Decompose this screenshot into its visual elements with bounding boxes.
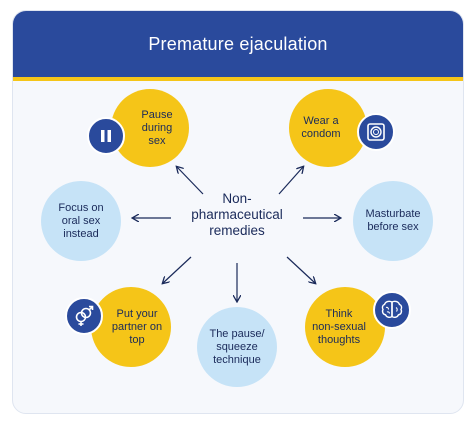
brain-icon xyxy=(373,291,411,329)
remedy-masturbate-before-sex: Masturbate before sex xyxy=(353,181,433,261)
remedy-thoughts-label: Think non-sexual thoughts xyxy=(312,307,366,346)
arrows-layer xyxy=(13,11,463,413)
page-title: Premature ejaculation xyxy=(148,33,328,54)
remedy-focus-on-oral-sex: Focus on oral sex instead xyxy=(41,181,121,261)
pause-icon xyxy=(87,117,125,155)
remedy-oral-label: Focus on oral sex instead xyxy=(58,201,104,240)
remedy-squeeze-label: The pause/ squeeze technique xyxy=(209,327,265,366)
header-banner: Premature ejaculation xyxy=(13,11,463,81)
remedy-partner-label: Put your partner on top xyxy=(111,307,163,346)
remedy-pause-label: Pause during sex xyxy=(141,108,173,147)
arrow-to-partner xyxy=(163,256,192,283)
arrow-to-thoughts xyxy=(286,256,315,283)
remedy-condom-label: Wear a condom xyxy=(301,115,341,140)
remedy-wear-a-condom: Wear a condom xyxy=(289,89,367,167)
condom-icon xyxy=(357,113,395,151)
center-label: Non- pharmaceutical remedies xyxy=(191,191,283,238)
remedy-non-sexual-thoughts: Think non-sexual thoughts xyxy=(305,287,385,367)
arrow-to-condom xyxy=(278,167,303,195)
infographic-card: Premature ejaculation Non- pharmaceutica… xyxy=(12,10,464,414)
remedy-masturbate-label: Masturbate before sex xyxy=(365,208,421,233)
remedy-partner-on-top: Put your partner on top xyxy=(91,287,171,367)
remedy-pause-during-sex: Pause during sex xyxy=(111,89,189,167)
arrow-to-pause xyxy=(177,167,204,195)
remedy-pause-squeeze-technique: The pause/ squeeze technique xyxy=(197,307,277,387)
gender-symbols-icon xyxy=(65,297,103,335)
